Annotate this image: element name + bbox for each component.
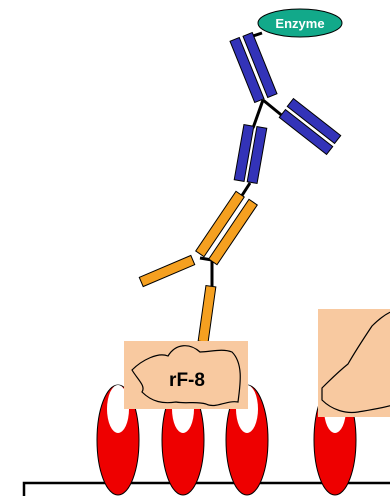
secondary-hinge-linker <box>253 100 263 128</box>
primary-side-arm <box>139 255 194 286</box>
antigen-unbound <box>318 309 390 417</box>
antigen-label: rF-8 <box>169 370 205 391</box>
enzyme-badge: Enzyme <box>258 9 342 37</box>
primary-stem <box>198 286 216 343</box>
antigen-bound: rF-8 <box>124 341 248 409</box>
primary-antibody <box>139 191 257 342</box>
enzyme-label: Enzyme <box>275 16 324 31</box>
secondary-antibody <box>230 33 341 184</box>
antigen-box-unbound <box>318 309 390 417</box>
inter-antibody-linker <box>241 183 250 197</box>
